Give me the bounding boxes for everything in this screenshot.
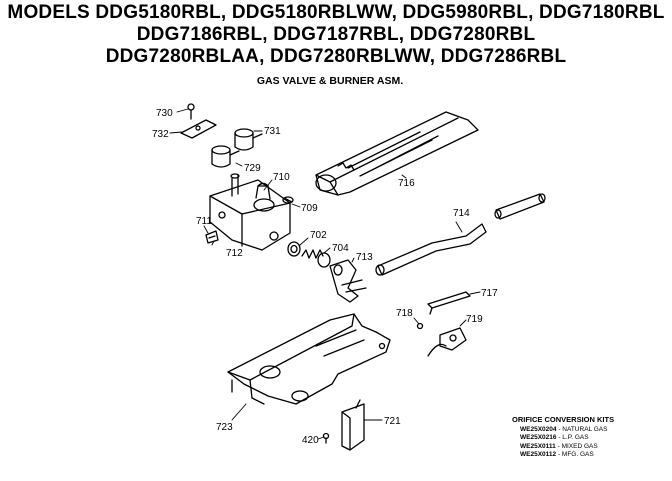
label-723: 723 xyxy=(216,422,233,433)
leader-lines xyxy=(169,108,481,440)
kit-code: WE25X0111 xyxy=(520,442,556,450)
part-731-coil xyxy=(234,128,263,151)
part-710-gas-valve xyxy=(209,173,291,251)
label-730: 730 xyxy=(156,108,173,119)
label-711: 711 xyxy=(196,216,212,227)
kit-code: WE25X0112 xyxy=(520,451,557,458)
label-712: 712 xyxy=(226,248,243,259)
label-420: 420 xyxy=(302,435,319,446)
label-731: 731 xyxy=(264,126,281,137)
kit-row: WE25X0216 - L.P. GAS xyxy=(508,434,658,443)
label-704: 704 xyxy=(332,243,349,254)
kit-desc: - NATURAL GAS xyxy=(558,425,608,433)
part-721-cover xyxy=(341,399,365,451)
kit-row: WE25X0204 - NATURAL GAS xyxy=(508,426,658,435)
part-709-fitting xyxy=(282,196,294,204)
part-732-bracket xyxy=(180,119,217,139)
assembly-subtitle: GAS VALVE & BURNER ASM. xyxy=(256,75,404,87)
kit-code: WE25X0216 xyxy=(520,434,557,441)
label-702: 702 xyxy=(310,230,327,241)
part-714-straight-tube xyxy=(494,193,546,220)
kit-code: WE25X0204 xyxy=(520,425,557,433)
kit-desc: - MIXED GAS xyxy=(557,442,598,450)
part-420-screw xyxy=(322,432,330,444)
label-717: 717 xyxy=(481,288,498,299)
label-721: 721 xyxy=(384,416,401,427)
label-710: 710 xyxy=(273,172,290,183)
kits-title: ORIFICE CONVERSION KITS xyxy=(512,415,615,424)
part-711-screw xyxy=(205,230,219,244)
part-716-burner xyxy=(315,111,479,196)
label-719: 719 xyxy=(466,314,483,325)
label-716: 716 xyxy=(398,178,415,189)
part-723-mounting-bracket xyxy=(227,313,391,405)
label-718: 718 xyxy=(396,308,413,319)
part-714-burner-tube xyxy=(375,223,487,276)
part-number-labels: 730 732 731 729 710 709 711 712 702 704 … xyxy=(152,108,498,446)
label-714: 714 xyxy=(453,208,470,219)
part-713-elbow xyxy=(329,259,367,303)
part-704-spring xyxy=(301,249,331,268)
models-title-line-3: DDG7280RBLAA, DDG7280RBLWW, DDG7286RBL xyxy=(105,46,567,67)
kit-row: WE25X0112 - MFG. GAS xyxy=(508,451,658,460)
kit-desc: - L.P. GAS xyxy=(558,434,589,441)
kit-row: WE25X0111 - MIXED GAS xyxy=(508,443,658,452)
label-713: 713 xyxy=(356,252,373,263)
part-729-coil xyxy=(211,145,240,168)
models-title-line-1: MODELS DDG5180RBL, DDG5180RBLWW, DDG5980… xyxy=(7,2,665,23)
part-718-screw xyxy=(416,322,424,330)
part-730-screw xyxy=(187,103,195,120)
label-732: 732 xyxy=(152,129,169,140)
models-title-line-2: DDG7186RBL, DDG7187RBL, DDG7280RBL xyxy=(136,24,536,45)
part-702-orifice xyxy=(287,241,301,257)
label-729: 729 xyxy=(244,163,261,174)
part-717-bracket xyxy=(427,291,471,315)
orifice-conversion-kits: ORIFICE CONVERSION KITS WE25X0204 - NATU… xyxy=(508,415,658,460)
label-709: 709 xyxy=(301,203,318,214)
part-719-igniter xyxy=(427,327,467,357)
kit-desc: - MFG. GAS xyxy=(557,451,594,458)
